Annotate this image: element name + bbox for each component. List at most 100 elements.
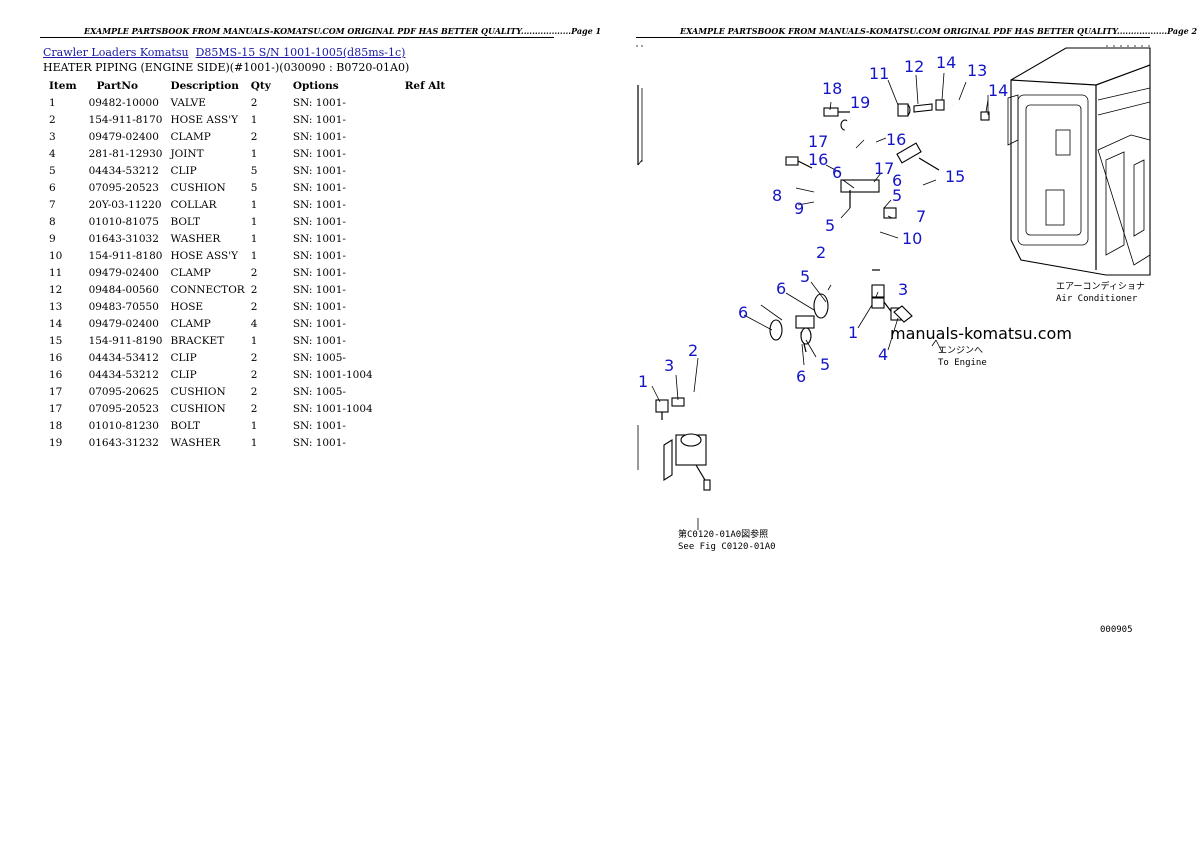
cell-description: CUSHION	[170, 181, 226, 194]
callout-5-lower: 5	[820, 355, 830, 374]
callout-6-middle: 6	[776, 279, 786, 298]
cell-item: 2	[49, 113, 56, 126]
cell-qty: 2	[250, 402, 258, 415]
cell-partno: 154-911-8180	[88, 249, 163, 262]
cell-ref-alt	[375, 315, 452, 332]
cell-qty: 5	[250, 164, 258, 177]
cell-partno: 04434-53412	[88, 351, 159, 364]
cell-qty: 1	[250, 198, 258, 211]
cell-options: SN: 1001-	[292, 419, 346, 432]
cell-description: BOLT	[170, 419, 201, 432]
cell-options: SN: 1005-	[292, 385, 346, 398]
callout-6-upper: 6	[832, 163, 842, 182]
lower-clip-group	[769, 293, 829, 353]
cell-description: VALVE	[170, 96, 206, 109]
column-header-ref-alt: Ref Alt	[404, 79, 446, 92]
air-conditioner-unit	[1007, 47, 1151, 276]
cell-ref-alt	[375, 298, 452, 315]
cell-partno: 20Y-03-11220	[88, 198, 162, 211]
cell-options: SN: 1001-	[292, 215, 346, 228]
cell-partno: 154-911-8170	[88, 113, 163, 126]
breadcrumb-link-machine[interactable]: D85MS-15 S/N 1001-1005(d85ms-1c)	[195, 46, 406, 59]
parts-table: Item PartNo Description Qty Options Ref …	[43, 77, 451, 451]
callout-11: 11	[869, 64, 889, 83]
cell-item: 4	[49, 147, 56, 160]
page-1-header-rule	[40, 37, 554, 38]
cell-description: CLIP	[170, 164, 197, 177]
cell-ref-alt	[375, 162, 452, 179]
page-2-header: EXAMPLE PARTSBOOK FROM MANUALS-KOMATSU.C…	[680, 26, 1197, 36]
callout-6-lower: 6	[796, 367, 806, 386]
cell-item: 8	[49, 215, 56, 228]
callout-14-upper: 14	[936, 53, 956, 72]
cell-description: HOSE	[170, 300, 204, 313]
watermark-text: manuals-komatsu.com	[890, 324, 1072, 343]
cell-partno: 07095-20523	[88, 402, 159, 415]
column-header-qty: Qty	[250, 79, 271, 92]
cell-options: SN: 1001-	[292, 334, 346, 347]
cell-ref-alt	[375, 366, 452, 383]
cell-qty: 2	[250, 385, 258, 398]
cell-options: SN: 1001-	[292, 147, 346, 160]
cell-item: 10	[49, 249, 63, 262]
parts-table-header-row: Item PartNo Description Qty Options Ref …	[43, 77, 451, 94]
cell-qty: 1	[250, 249, 258, 262]
cell-partno: 281-81-12930	[88, 147, 163, 160]
cell-item: 17	[49, 385, 63, 398]
cell-item: 3	[49, 130, 56, 143]
cell-ref-alt	[375, 281, 452, 298]
see-figure-label-jp: 第C0120-01A0図参照	[678, 528, 768, 540]
cell-item: 9	[49, 232, 56, 245]
callout-6-right: 6	[892, 171, 902, 190]
cell-description: HOSE ASS'Y	[170, 113, 239, 126]
callout-1-right: 1	[848, 323, 858, 342]
cell-options: SN: 1001-	[292, 232, 346, 245]
callout-4: 4	[878, 345, 888, 364]
cell-qty: 1	[250, 147, 258, 160]
cell-qty: 1	[250, 334, 258, 347]
engine-connector	[663, 433, 711, 491]
cell-item: 6	[49, 181, 56, 194]
callout-17-upper: 17	[808, 132, 828, 151]
cell-options: SN: 1001-	[292, 283, 346, 296]
breadcrumb: Crawler Loaders Komatsu D85MS-15 S/N 100…	[43, 46, 405, 59]
cell-partno: 09479-02400	[88, 266, 159, 279]
cell-item: 12	[49, 283, 63, 296]
column-header-options: Options	[292, 79, 339, 92]
cell-item: 17	[49, 402, 63, 415]
cell-description: CLIP	[170, 351, 197, 364]
cell-options: SN: 1001-	[292, 317, 346, 330]
cell-options: SN: 1001-	[292, 249, 346, 262]
cell-partno: 09479-02400	[88, 130, 159, 143]
to-engine-arrow	[931, 339, 943, 353]
cell-partno: 01010-81075	[88, 215, 159, 228]
cell-options: SN: 1001-	[292, 96, 346, 109]
cell-ref-alt	[375, 128, 452, 145]
cell-qty: 2	[250, 300, 258, 313]
heater-piping-illustration: 18 11 12 14 13 14 19 17 16 16 15 6 17 6 …	[636, 45, 1151, 635]
page-1-header: EXAMPLE PARTSBOOK FROM MANUALS-KOMATSU.C…	[84, 26, 602, 36]
cell-ref-alt	[375, 349, 452, 366]
callout-12: 12	[904, 57, 924, 76]
to-engine-label-en: To Engine	[938, 358, 987, 368]
callout-2-lower: 2	[688, 341, 698, 360]
cell-ref-alt	[375, 213, 452, 230]
breadcrumb-link-model-group[interactable]: Crawler Loaders Komatsu	[43, 46, 189, 59]
cell-options: SN: 1001-1004	[292, 402, 373, 415]
callout-2-upper: 2	[816, 243, 826, 262]
to-engine-label-jp: エンジンへ	[938, 346, 983, 356]
hose-assembly-10	[858, 119, 880, 271]
callout-labels: 18 11 12 14 13 14 19 17 16 16 15 6 17 6 …	[638, 53, 1008, 391]
cell-qty: 2	[250, 368, 258, 381]
callout-5-middle-lower: 5	[800, 267, 810, 286]
cell-description: WASHER	[170, 436, 221, 449]
cell-description: CONNECTOR	[170, 283, 245, 296]
